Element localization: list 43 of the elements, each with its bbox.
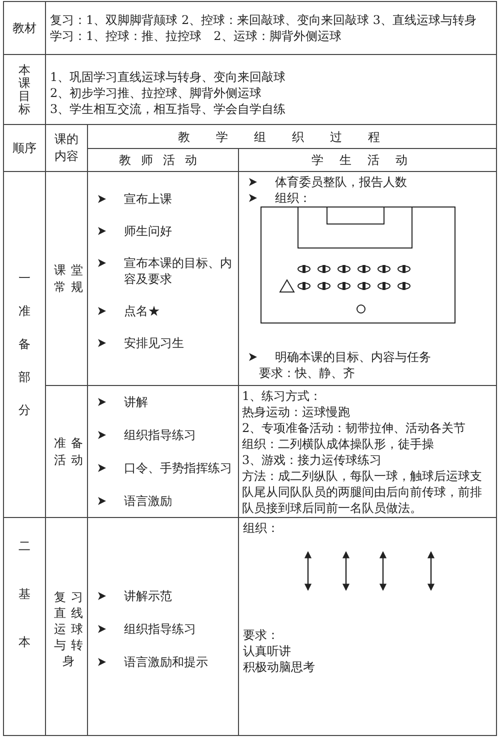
section-heading: 二基本 [18,538,30,651]
cell-text: 2、专项准备活动：韧带拉伸、活动各关节 [242,420,466,436]
cell-text: 积极动脑思考 [243,659,315,675]
list-item-text: 宣布本课的目标、内容及要求 [124,255,233,287]
list-item-text: 讲解示范 [124,588,172,604]
list-item-text: 宣布上课 [124,191,172,207]
content-heading: 课堂常规 [54,262,88,296]
list-item-text: 点名★ [124,303,160,319]
column-heading: 教学组织过程 [178,128,406,144]
list-item-text: 语言激励和提示 [124,654,208,670]
cell-text: 1、巩固学习直线运球与转身、变向来回敲球 [50,68,286,84]
column-heading: 教师活动 [119,152,207,168]
column-heading: 学生活动 [312,152,424,168]
content-heading: 复习直线运球与转身 [54,589,88,669]
cell-text: 方法：成二列纵队，每队一球，触球后运球支队尾从同队队员的两腿间由后向前传球，前排队员接到球后同前一名队员做法。 [242,468,483,516]
column-heading: 顺序 [12,140,36,156]
list-item-text: 师生问好 [124,223,172,239]
cell-text: 3、游戏：接力运传球练习 [242,452,382,468]
cell-text: 1、练习方式： [242,388,322,404]
cell-text: 要求： [243,627,279,643]
cell-text: 组织：二列横队成体操队形，徒手操 [242,436,434,452]
cell-text: 3、学生相互交流，相互指导、学会自学自练 [50,100,286,116]
cell-text: 组织： [243,520,279,536]
cell-text: 认真听讲 [243,643,291,659]
list-item-text: 组织指导练习 [124,427,196,443]
list-item-text: 语言激励 [124,493,172,509]
list-item-text: 明确本课的目标、内容与任务 [275,349,431,365]
row-heading: 教材 [12,20,36,36]
section-heading: 一准备部分 [18,270,30,419]
cell-text: 学习：1、控球：推、拉控球 2、运球：脚背外侧运球 [50,28,342,44]
list-item-text: 口令、手势指挥练习 [124,460,232,476]
list-item-text: 体育委员整队，报告人数 [275,174,407,190]
list-item-text: 讲解 [124,394,148,410]
cell-text: 要求：快、静、齐 [258,365,355,381]
content-heading: 准备活动 [54,434,88,468]
column-heading: 课的内容 [54,131,78,165]
list-item-text: 安排见习生 [124,335,184,351]
row-heading: 本课目标 [18,64,30,116]
cell-text: 热身运动：运球慢跑 [242,404,350,420]
cell-text: 复习：1、双脚脚背颠球 2、控球：来回敲球、变向来回敲球 3、直线运球与转身 [50,12,477,28]
cell-text: 2、初步学习推、拉控球、脚背外侧运球 [50,84,262,100]
list-item-text: 组织指导练习 [124,621,196,637]
list-item-text: 组织： [275,190,311,206]
